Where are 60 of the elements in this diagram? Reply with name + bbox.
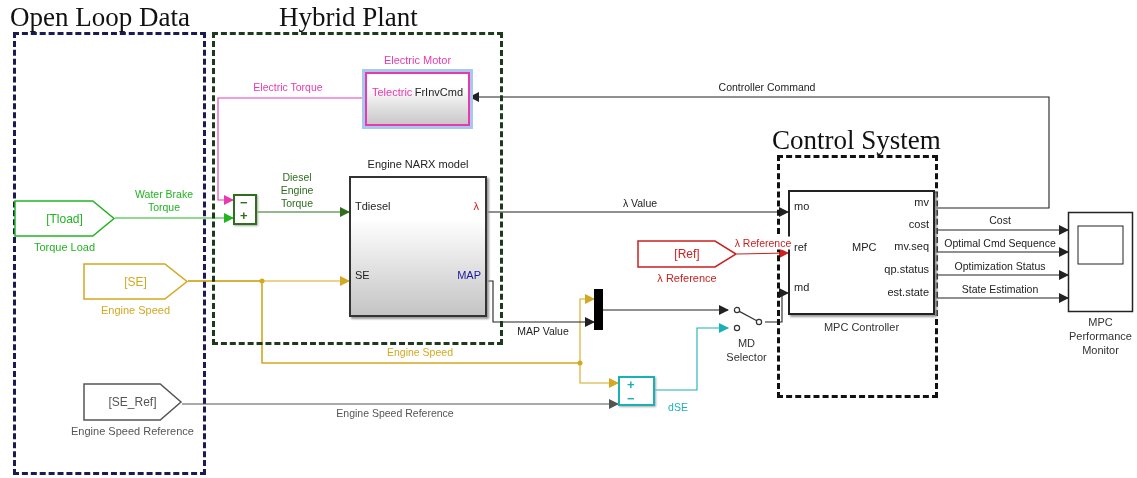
port-label: FrInvCmd [414,86,463,99]
block-caption: Torque Load [32,240,97,254]
signal-arrow [114,213,234,223]
sum-block [618,376,655,406]
signal-arrow [736,248,789,259]
block-caption: MPC Controller [822,320,901,334]
sum-block [233,194,257,225]
signal-arrow [181,399,619,409]
port-label: mv [914,196,929,209]
edge-label: State Estimation [960,282,1040,296]
port-label: SE [355,269,370,282]
edge-label: Optimal Cmd Sequence [943,236,1057,250]
edge-label: Cost [988,213,1012,227]
edge-label: MAP Value [516,324,570,338]
edge-label: λ Value [621,196,659,210]
signal-arrow [256,207,350,217]
edge-label: Engine Speed Reference [335,406,455,420]
sign-label: + [627,378,635,391]
port-label: md [794,281,810,294]
tag-label: [Ref] [673,247,701,261]
sign-label: + [240,209,248,222]
port-label: mv.seq [894,240,929,253]
signal-arrow [602,305,729,315]
block-title: Engine NARX model [367,158,469,170]
port-label: Tdiesel [355,200,391,213]
edge-label: Electric Torque [252,80,324,94]
block-caption: λ Reference [656,271,718,285]
block-caption: Engine Speed Reference [70,424,195,438]
port-label: λ [473,200,479,213]
block-caption: MD Selector [725,336,768,364]
group-title: Open Loop Data [10,2,190,33]
port-label: qp.status [884,263,929,276]
edge-label: dSE [667,400,689,414]
port-label: MPC [852,241,877,254]
signal-arrow [486,207,789,217]
block-caption: MPC Performance Monitor [1068,315,1133,357]
edge-label: Optimization Status [953,259,1047,273]
block-title: Electric Motor [383,54,452,66]
group-title: Hybrid Plant [279,2,418,33]
block-caption: Engine Speed [99,303,172,317]
port-label: mo [794,200,810,213]
port-label: Telectric [372,86,413,99]
sign-label: − [627,392,635,405]
group-title: Control System [772,125,941,156]
signal-arrow [934,293,1069,303]
tag-label: [SE] [123,274,148,289]
signal-arrow [187,280,619,388]
signal-arrow [486,280,595,327]
port-label: MAP [457,269,481,282]
tag-label: [Tload] [45,211,84,226]
signal-arrow [654,323,729,391]
sign-label: − [240,196,248,209]
edge-label: Controller Command [717,80,817,94]
port-label: ref [794,241,807,254]
signal-arrow [764,288,789,323]
edge-label: Engine Speed [386,345,454,359]
tag-label: [SE_Ref] [107,395,158,409]
edge-label: λ Reference [733,236,793,250]
port-label: cost [908,218,929,231]
port-label: est.state [887,286,929,299]
